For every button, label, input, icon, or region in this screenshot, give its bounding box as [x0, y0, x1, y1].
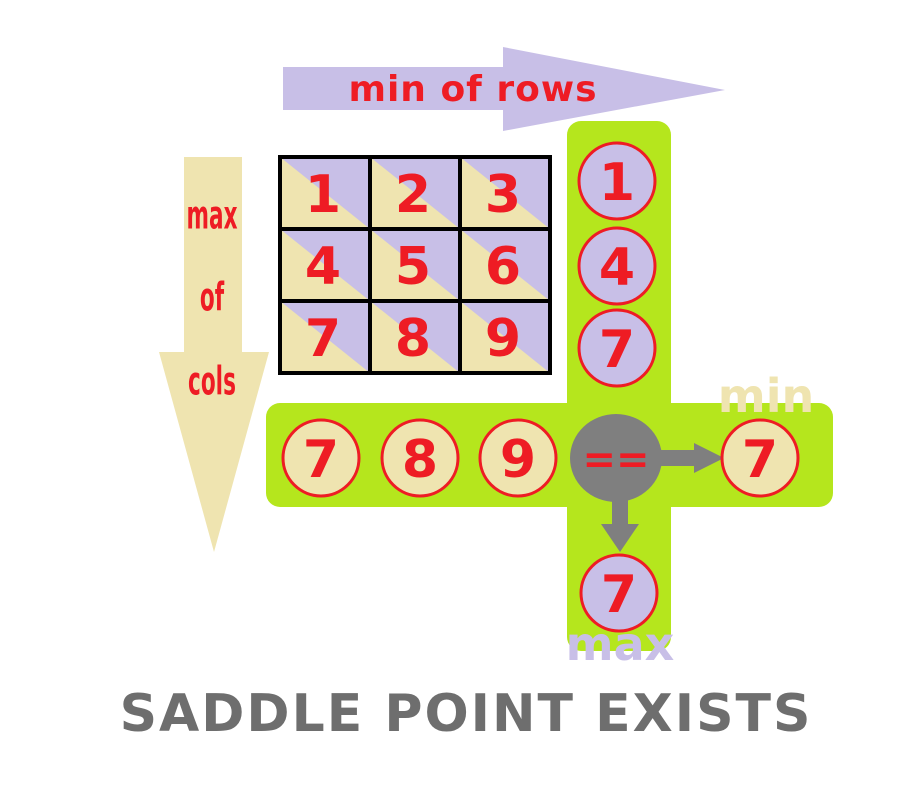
max-of-cols-label-line1: max [186, 194, 237, 239]
min-result-circle [720, 418, 800, 498]
conclusion-title: SADDLE POINT EXISTS [120, 684, 813, 744]
row-min-circle [577, 226, 657, 306]
matrix-cell-value: 6 [485, 237, 521, 297]
row-min-value: 4 [599, 238, 635, 298]
matrix-cell: 8 [368, 299, 462, 375]
col-max-circle [281, 418, 361, 498]
min-label: min [718, 369, 814, 423]
min-of-rows-arrow: min of rows [283, 47, 725, 131]
arrow-down-icon [601, 498, 639, 552]
matrix-cell: 9 [458, 299, 552, 375]
max-result-circle [579, 553, 659, 633]
max-result: 7 max [566, 553, 675, 671]
matrix-cell-value: 5 [395, 237, 431, 297]
row-min-value: 7 [599, 320, 635, 380]
matrix-cell: 4 [278, 227, 372, 303]
col-max-value: 7 [303, 430, 339, 490]
matrix-cell-value: 9 [485, 309, 521, 369]
row-min-item: 7 [577, 308, 657, 388]
col-max-item: 7 [281, 418, 361, 498]
matrix-cell: 3 [458, 155, 552, 231]
col-max-item: 9 [478, 418, 558, 498]
row-min-circle [577, 308, 657, 388]
max-label: max [566, 617, 675, 671]
row-min-item: 4 [577, 226, 657, 306]
col-max-value: 9 [500, 430, 536, 490]
max-of-cols-arrow: max of cols [159, 157, 269, 552]
row-min-circle [577, 141, 657, 221]
matrix-cell-value: 1 [305, 165, 341, 225]
matrix-cell: 7 [278, 299, 372, 375]
col-max-value: 8 [402, 430, 438, 490]
matrix-cell-value: 3 [485, 165, 521, 225]
max-result-value: 7 [601, 565, 637, 625]
matrix-cell-value: 8 [395, 309, 431, 369]
matrix-cell: 2 [368, 155, 462, 231]
min-result-value: 7 [742, 430, 778, 490]
matrix-cell-value: 7 [305, 309, 341, 369]
min-result: min 7 [718, 369, 814, 498]
row-minimums: 1 4 7 [577, 141, 657, 388]
arrow-right-icon [660, 443, 724, 473]
max-of-cols-label-line3: cols [188, 360, 236, 405]
col-max-circle [478, 418, 558, 498]
matrix-cell-value: 2 [395, 165, 431, 225]
row-min-value: 1 [599, 153, 635, 213]
matrix-cell: 1 [278, 155, 372, 231]
matrix-cell: 6 [458, 227, 552, 303]
col-max-item: 8 [380, 418, 460, 498]
matrix-cell: 5 [368, 227, 462, 303]
compare-node: == [570, 414, 662, 502]
matrix-cell-value: 4 [305, 237, 341, 297]
col-max-circle [380, 418, 460, 498]
row-min-item: 1 [577, 141, 657, 221]
column-maximums: 7 8 9 [281, 418, 558, 498]
min-of-rows-label: min of rows [348, 69, 597, 110]
equals-symbol: == [582, 437, 649, 483]
max-of-cols-label-line2: of [200, 276, 224, 321]
